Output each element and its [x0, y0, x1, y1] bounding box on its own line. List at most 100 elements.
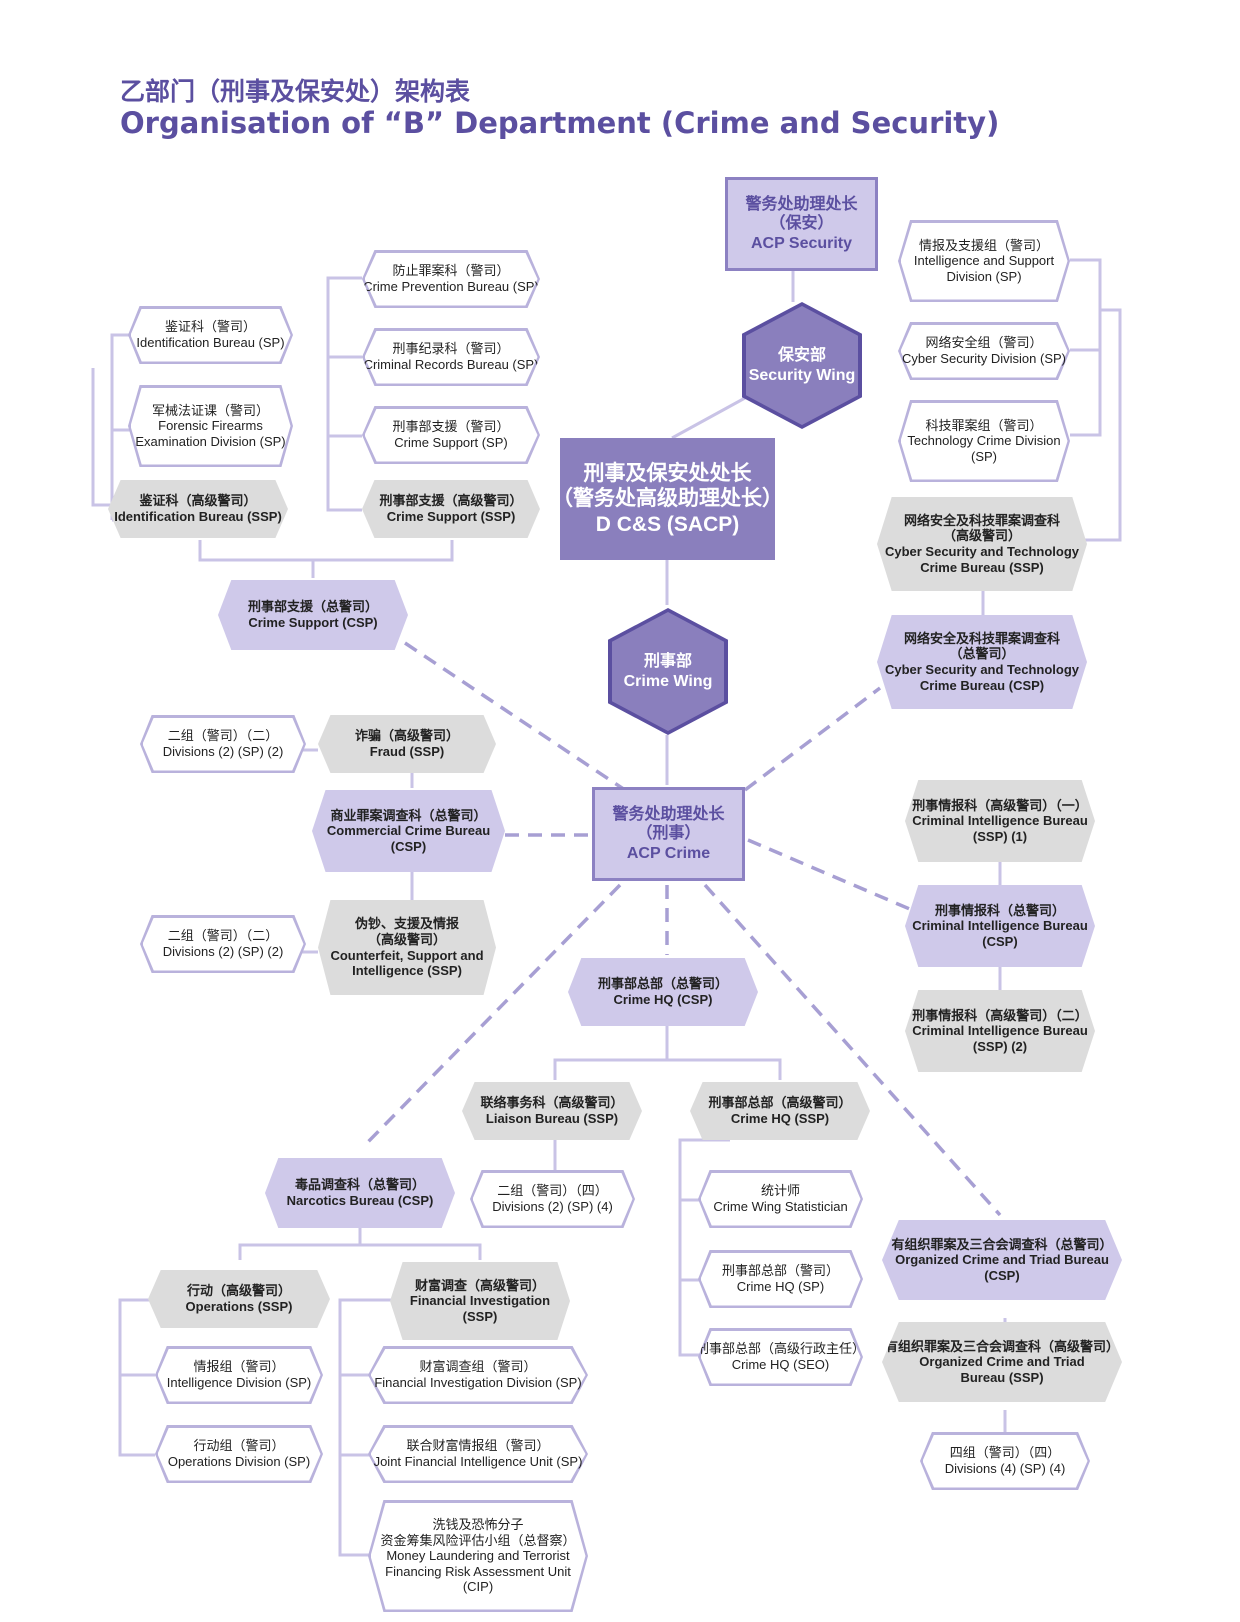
div-d-zh: 四组（警司）（四）	[949, 1445, 1061, 1461]
cstcb-csp-zh: 网络安全及科技罪案调查科	[903, 630, 1060, 646]
crime-hq-csp: 刑事部总部（总警司） Crime HQ (CSP)	[568, 958, 758, 1026]
liaison-bureau: 联络事务科（高级警司） Liaison Bureau (SSP)	[462, 1082, 642, 1140]
tcd-en2: (SP)	[971, 448, 997, 464]
cyber-tech-crime-bureau-csp: 网络安全及科技罪案调查科 （总警司） Cyber Security and Te…	[877, 615, 1087, 709]
chq-csp-zh: 刑事部总部（总警司）	[597, 976, 728, 992]
counterfeit-support-intelligence: 伪钞、支援及情报 （高级警司） Counterfeit, Support and…	[318, 900, 496, 995]
csi-sub: （高级警司）	[367, 931, 446, 947]
divisions-2-sp-4: 二组（警司）（四） Divisions (2) (SP) (4)	[470, 1170, 635, 1228]
acp-security-en: ACP Security	[750, 234, 853, 252]
csi-zh: 伪钞、支援及情报	[354, 916, 459, 932]
chq-seo-en: Crime HQ (SEO)	[731, 1357, 830, 1372]
idb-sp-en: Identification Bureau (SP)	[136, 335, 285, 350]
acp-security-box: 警务处助理处长 （保安） ACP Security	[725, 177, 878, 271]
chq-sp-zh: 刑事部总部（警司）	[721, 1263, 839, 1279]
cib-csp-zh: 刑事情报科（总警司）	[934, 902, 1065, 918]
fi-ssp-en1: Financial Investigation	[409, 1293, 551, 1309]
criminal-intelligence-bureau-ssp-1: 刑事情报科（高级警司）（一） Criminal Intelligence Bur…	[905, 780, 1095, 862]
tcd-zh: 科技罪案组（警司）	[925, 417, 1043, 433]
fraud-ssp: 诈骗（高级警司） Fraud (SSP)	[318, 715, 496, 773]
crime-wing-hexagon: 刑事部 Crime Wing	[608, 608, 728, 735]
divisions-2-sp-a: 二组（警司）（二） Divisions (2) (SP) (2)	[140, 715, 306, 773]
div-a-en: Divisions (2) (SP) (2)	[162, 744, 284, 759]
jfiu-zh: 联合财富情报组（警司）	[406, 1438, 550, 1454]
chq-ssp-zh: 刑事部总部（高级警司）	[708, 1095, 852, 1111]
divisions-2-sp-b: 二组（警司）（二） Divisions (2) (SP) (2)	[140, 915, 306, 973]
crime-prevention-bureau: 防止罪案科（警司） Crime Prevention Bureau (SP)	[362, 250, 540, 308]
csd-en: Cyber Security Division (SP)	[902, 351, 1066, 366]
nb-zh: 毒品调查科（总警司）	[294, 1177, 425, 1193]
idb-ssp-en: Identification Bureau (SSP)	[114, 509, 282, 524]
idb-ssp-zh: 鉴证科（高级警司）	[139, 493, 257, 509]
cyber-security-division: 网络安全组（警司） Cyber Security Division (SP)	[898, 322, 1070, 380]
ccb-en1: Commercial Crime Bureau	[326, 823, 491, 839]
crime-wing-en: Crime Wing	[623, 672, 713, 690]
divisions-4-sp-4: 四组（警司）（四） Divisions (4) (SP) (4)	[920, 1432, 1090, 1490]
csd-zh: 网络安全组（警司）	[925, 335, 1043, 351]
ml-en1: Money Laundering and Terrorist	[386, 1548, 570, 1564]
dcs-sub: （警务处高级助理处长）	[552, 487, 783, 511]
financial-investigation-ssp: 财富调查（高级警司） Financial Investigation (SSP)	[390, 1262, 570, 1340]
fi-ssp-en2: (SSP)	[462, 1308, 498, 1324]
fi-ssp-zh: 财富调查（高级警司）	[414, 1277, 545, 1293]
criminal-records-bureau: 刑事纪录科（警司） Criminal Records Bureau (SP)	[362, 328, 540, 386]
cib1-en2: (SSP) (1)	[972, 828, 1028, 844]
chq-seo-zh: 刑事部总部（高级行政主任）	[696, 1341, 866, 1357]
technology-crime-division: 科技罪案组（警司） Technology Crime Division (SP)	[898, 400, 1070, 482]
octb-csp-en1: Organized Crime and Triad Bureau	[895, 1252, 1109, 1268]
cs-csp-zh: 刑事部支援（总警司）	[247, 599, 378, 615]
cs-ssp-zh: 刑事部支援（高级警司）	[379, 493, 523, 509]
ffed-en2: Examination Division (SP)	[135, 433, 286, 449]
acp-crime-box: 警务处助理处长 （刑事） ACP Crime	[592, 787, 745, 881]
chq-sp-en: Crime HQ (SP)	[736, 1279, 825, 1294]
cstcb-csp-sub: （总警司）	[949, 646, 1015, 662]
ccb-zh: 商业罪案调查科（总警司）	[330, 807, 487, 823]
dcs-en: D C&S (SACP)	[595, 512, 740, 536]
cs-csp-en: Crime Support (CSP)	[248, 615, 378, 630]
intd-en: Intelligence Division (SP)	[166, 1375, 312, 1390]
cib2-en1: Criminal Intelligence Bureau	[912, 1023, 1088, 1039]
div-d-en: Divisions (4) (SP) (4)	[944, 1461, 1066, 1476]
octb-csp-en2: (CSP)	[984, 1267, 1020, 1283]
crime-wing-zh: 刑事部	[643, 653, 692, 671]
jfiu-en: Joint Financial Intelligence Unit (SP)	[373, 1454, 583, 1469]
idb-sp-zh: 鉴证科（警司）	[164, 319, 256, 335]
title-chinese: 乙部门（刑事及保安处）架构表	[120, 77, 471, 106]
cs-sp-en: Crime Support (SP)	[394, 435, 508, 450]
isd-en2: Division (SP)	[946, 268, 1022, 284]
octb-ssp-en1: Organized Crime and Triad	[919, 1354, 1085, 1370]
cstcb-ssp-en2: Crime Bureau (SSP)	[920, 559, 1044, 575]
security-wing-zh: 保安部	[777, 347, 826, 365]
cib2-zh: 刑事情报科（高级警司）（二）	[912, 1007, 1088, 1023]
octb-ssp-zh: 有组织罪案及三合会调查科（高级警司）	[884, 1338, 1119, 1354]
octb-ssp-en2: Bureau (SSP)	[960, 1369, 1044, 1385]
security-wing-en: Security Wing	[748, 366, 856, 384]
money-laundering-risk-unit: 洗钱及恐怖分子 资金筹集风险评估小组（总督察） Money Laundering…	[368, 1500, 588, 1612]
cib2-en2: (SSP) (2)	[972, 1038, 1028, 1054]
fid-en: Financial Investigation Division (SP)	[374, 1375, 582, 1390]
tcd-en1: Technology Crime Division	[907, 433, 1061, 449]
div-c-zh: 二组（警司）（四）	[497, 1183, 608, 1199]
div-a-zh: 二组（警司）（二）	[167, 728, 279, 744]
lb-zh: 联络事务科（高级警司）	[480, 1095, 624, 1111]
financial-investigation-division: 财富调查组（警司） Financial Investigation Divisi…	[368, 1346, 588, 1404]
cpb-en: Crime Prevention Bureau (SP)	[363, 279, 539, 294]
nb-en: Narcotics Bureau (CSP)	[286, 1193, 434, 1208]
div-b-zh: 二组（警司）（二）	[167, 928, 279, 944]
cstcb-csp-en1: Cyber Security and Technology	[884, 662, 1080, 677]
cstcb-ssp-zh: 网络安全及科技罪案调查科	[903, 512, 1060, 528]
cpb-zh: 防止罪案科（警司）	[392, 263, 510, 279]
ffed-zh: 军械法证课（警司）	[151, 402, 269, 418]
ml-zh1: 洗钱及恐怖分子	[432, 1517, 524, 1533]
crime-support-sp: 刑事部支援（警司） Crime Support (SP)	[362, 406, 540, 464]
cs-sp-zh: 刑事部支援（警司）	[392, 419, 510, 435]
identification-bureau-sp: 鉴证科（警司） Identification Bureau (SP)	[128, 306, 293, 364]
cs-ssp-en: Crime Support (SSP)	[386, 509, 516, 524]
ops-ssp-zh: 行动（高级警司）	[186, 1283, 291, 1299]
ops-ssp-en: Operations (SSP)	[185, 1299, 293, 1314]
ml-en2: Financing Risk Assessment Unit	[385, 1563, 571, 1579]
div-c-en: Divisions (2) (SP) (4)	[492, 1199, 613, 1214]
cstcb-ssp-en1: Cyber Security and Technology	[884, 544, 1080, 559]
stat-en: Crime Wing Statistician	[713, 1199, 848, 1214]
